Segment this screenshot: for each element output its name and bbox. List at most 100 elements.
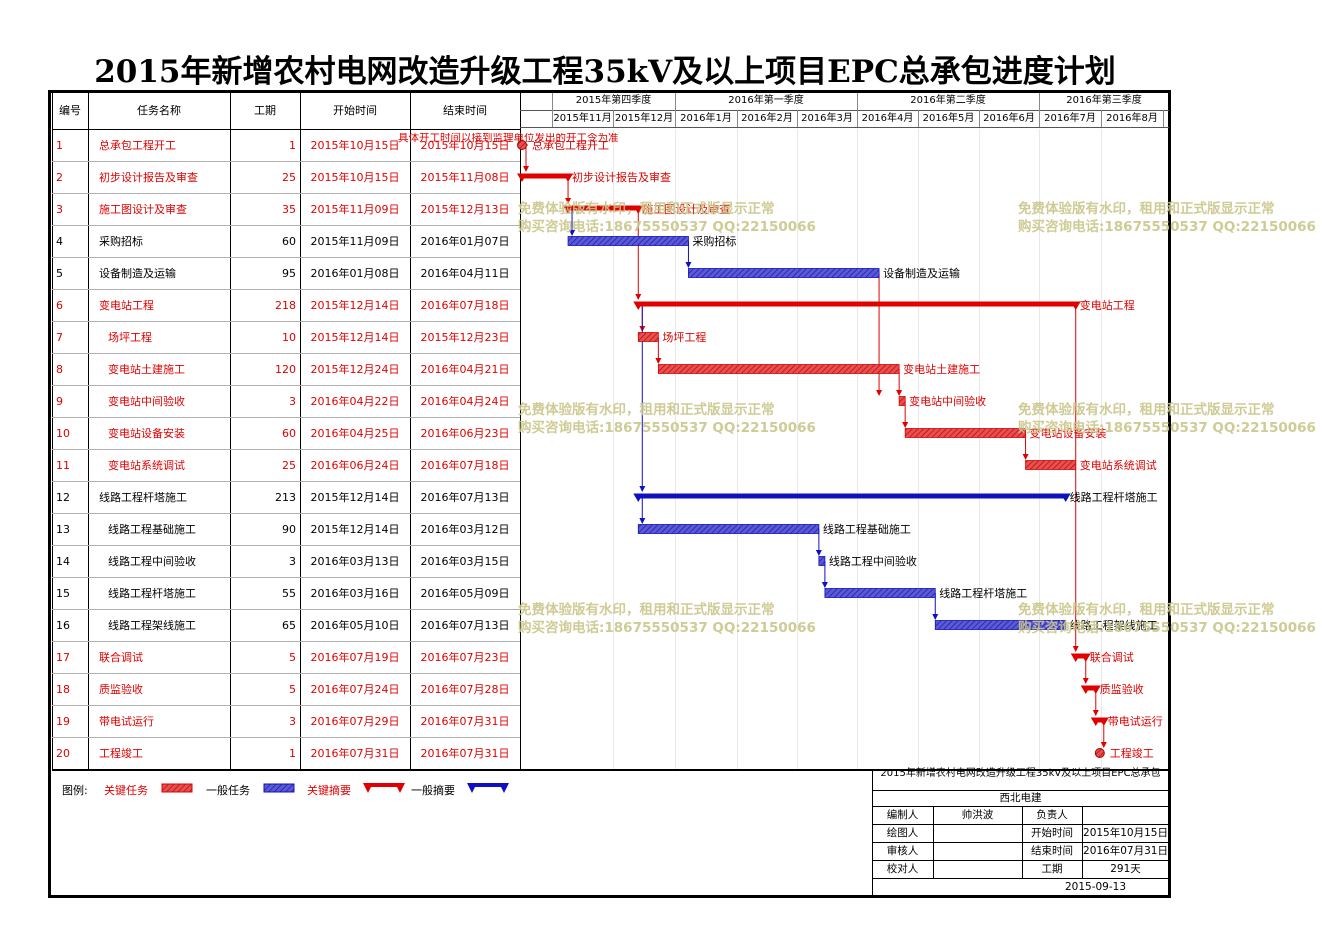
legend-divider (52, 769, 1169, 771)
table-cell-id: 14 (56, 556, 70, 567)
info-key: 负责人 (1036, 809, 1068, 821)
table-cell-start: 2015年12月14日 (310, 492, 400, 503)
table-cell-start: 2015年11月09日 (310, 204, 400, 215)
month-label: 2015年12月 (614, 113, 674, 124)
table-cell-end: 2016年07月18日 (420, 300, 510, 311)
gantt-task-7-bar (637, 332, 659, 342)
table-cell-name: 线路工程中间验收 (108, 556, 196, 567)
table-cell-start: 2015年10月15日 (310, 140, 400, 151)
timeline-divider (520, 127, 1169, 128)
quarter-label: 2016年第一季度 (728, 95, 804, 106)
month-gridline (613, 129, 614, 769)
legend-swatch (263, 783, 295, 793)
info-line (872, 770, 1169, 771)
month-gridline (1039, 129, 1040, 769)
table-cell-end: 2015年12月23日 (420, 332, 510, 343)
table-cell-end: 2016年03月15日 (420, 556, 510, 567)
month-line (613, 110, 614, 127)
table-cell-dur: 95 (282, 268, 296, 279)
gantt-task-5-bar (688, 268, 880, 278)
quarter-label: 2015年第四季度 (575, 95, 652, 106)
table-row-line (52, 513, 520, 514)
info-date: 2015-09-13 (1064, 881, 1127, 893)
table-cell-end: 2016年07月13日 (420, 620, 510, 631)
info-key: 结束时间 (1031, 845, 1073, 857)
gantt-task-8-label: 变电站土建施工 (903, 362, 980, 376)
quarter-line (1039, 93, 1040, 110)
quarter-line (552, 93, 553, 110)
table-cell-start: 2016年06月24日 (310, 460, 400, 471)
table-cell-name: 初步设计报告及审查 (99, 172, 198, 183)
month-line (918, 110, 919, 127)
info-line (872, 824, 1169, 825)
table-cell-end: 2016年07月31日 (420, 748, 510, 759)
info-value: 2015年10月15日 (1083, 827, 1168, 839)
info-key: 开始时间 (1031, 827, 1073, 839)
table-cell-name: 变电站工程 (99, 300, 154, 311)
gantt-summary-2-end-cap (563, 173, 574, 182)
month-label: 2016年2月 (741, 113, 793, 124)
legend-title: 图例: (62, 784, 88, 797)
table-row-line (52, 449, 520, 450)
gantt-task-13-bar (637, 524, 820, 534)
table-cell-end: 2015年12月13日 (420, 204, 510, 215)
table-cell-name: 质监验收 (99, 684, 143, 695)
gantt-task-8-bar (657, 364, 900, 374)
table-cell-dur: 90 (282, 524, 296, 535)
table-cell-name: 线路工程杆塔施工 (108, 588, 196, 599)
table-cell-end: 2016年01月07日 (420, 236, 510, 247)
table-cell-start: 2016年04月22日 (310, 396, 400, 407)
gantt-task-10-label: 变电站设备安装 (1030, 426, 1107, 440)
info-value: 帅洪波 (961, 809, 994, 821)
month-line (1101, 110, 1102, 127)
info-key: 绘图人 (886, 827, 919, 839)
month-line (552, 110, 553, 127)
info-col-line (933, 806, 934, 878)
gantt-task-4-bar (567, 236, 689, 246)
month-label: 2016年5月 (922, 113, 975, 124)
table-cell-start: 2016年07月31日 (310, 748, 400, 759)
col-header-start: 开始时间 (333, 105, 377, 116)
table-cell-dur: 65 (282, 620, 296, 631)
table-cell-end: 2016年04月24日 (420, 396, 510, 407)
month-label: 2016年4月 (861, 113, 914, 124)
table-cell-dur: 120 (275, 364, 296, 375)
table-cell-id: 13 (56, 524, 70, 535)
gantt-milestone-1-label: 总承包工程开工 (532, 138, 609, 152)
gantt-summary-17-label: 联合调试 (1090, 650, 1134, 664)
table-cell-dur: 1 (289, 748, 296, 759)
info-line (872, 806, 1169, 807)
col-header-name: 任务名称 (137, 105, 181, 116)
table-cell-id: 11 (56, 460, 70, 471)
gantt-summary-18-start-cap (1080, 685, 1091, 694)
gantt-summary-12-bar (638, 493, 1066, 499)
col-header-id: 编号 (59, 105, 81, 116)
table-cell-name: 施工图设计及审查 (99, 204, 187, 215)
month-label: 2016年1月 (680, 113, 732, 124)
table-row-line (52, 289, 520, 290)
gantt-summary-19-start-cap (1090, 717, 1101, 726)
table-cell-id: 9 (56, 396, 63, 407)
info-key: 编制人 (886, 809, 919, 821)
month-line (675, 110, 676, 127)
table-column-line (410, 93, 411, 769)
month-line (1163, 110, 1164, 127)
month-gridline (857, 129, 858, 769)
table-cell-end: 2016年07月23日 (420, 652, 510, 663)
table-cell-start: 2015年12月14日 (310, 300, 400, 311)
gantt-summary-18-label: 质监验收 (1100, 682, 1144, 696)
gantt-summary-12-start-cap (633, 493, 644, 502)
table-cell-id: 7 (56, 332, 63, 343)
info-border (872, 770, 873, 896)
table-cell-id: 3 (56, 204, 63, 215)
quarter-line (857, 93, 858, 110)
table-cell-dur: 35 (282, 204, 296, 215)
table-cell-end: 2015年11月08日 (420, 172, 510, 183)
table-cell-end: 2016年07月31日 (420, 716, 510, 727)
table-cell-start: 2016年07月29日 (310, 716, 400, 727)
legend-label: 一般摘要 (411, 784, 455, 797)
legend-swatch (467, 783, 509, 793)
table-cell-id: 19 (56, 716, 70, 727)
month-line (737, 110, 738, 127)
table-cell-dur: 25 (282, 460, 296, 471)
